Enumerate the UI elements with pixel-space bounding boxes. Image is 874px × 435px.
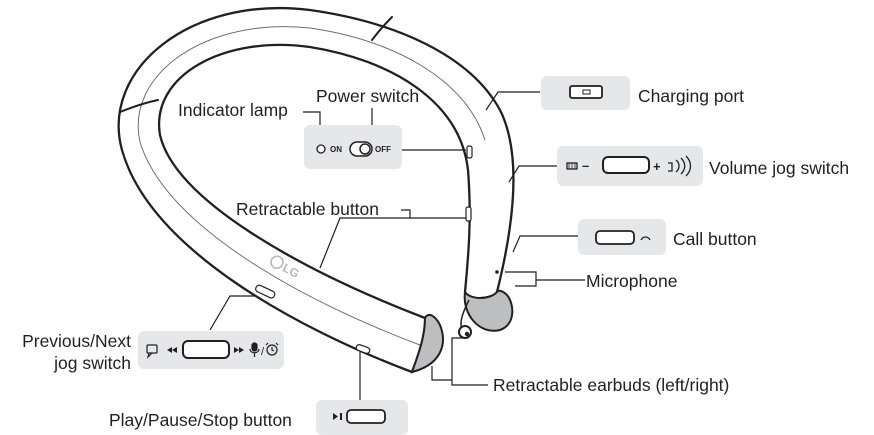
play-button-icon [346, 409, 386, 424]
prev-next-switch-nub[interactable] [255, 284, 276, 299]
leader-earbuds-a [431, 366, 452, 381]
call-button-icon [595, 230, 635, 245]
play-pause-panel [316, 400, 408, 435]
speaker-high-icon [668, 155, 692, 177]
prev-next-label: Previous/Next jog switch [0, 330, 131, 374]
indicator-lamp-label: Indicator lamp [178, 100, 288, 120]
fast-forward-icon [234, 347, 244, 353]
indicator-lamp-icon [316, 144, 326, 154]
microphone-label: Microphone [586, 271, 678, 291]
neckband [117, 7, 515, 374]
prev-next-panel: / [138, 331, 284, 369]
lg-logo-text: LG [280, 261, 301, 281]
message-icon [146, 344, 158, 359]
power-switch-label: Power switch [316, 86, 420, 106]
volume-jog-switch-label: Volume jog switch [709, 158, 850, 178]
play-pause-icon [333, 413, 342, 420]
right-earbud-housing [463, 289, 514, 332]
power-on-label: ON [330, 145, 342, 154]
volume-jog-icon [602, 156, 650, 174]
call-button-panel [578, 219, 666, 255]
left-earbud-housing [410, 313, 444, 374]
leader-prev-next [209, 295, 255, 331]
earbud-nozzle [464, 331, 470, 337]
alarm-icon [265, 342, 279, 356]
leader-retractable-button-2 [319, 217, 410, 269]
prev-next-label-line1: Previous/Next [22, 331, 131, 351]
power-off-label: OFF [375, 145, 391, 154]
leader-microphone-b [515, 280, 537, 287]
microphone-hole [495, 270, 499, 274]
power-switch-panel: ON OFF [304, 125, 402, 169]
leader-volume-switch [508, 165, 557, 183]
speaker-low-icon [566, 162, 578, 170]
earbud-tip [458, 325, 472, 339]
svg-text:/: / [261, 346, 265, 358]
leader-retractable-button [401, 209, 466, 219]
charging-port-label: Charging port [638, 86, 745, 106]
usb-port-icon [569, 85, 603, 99]
lg-logo: LG [270, 255, 302, 281]
prev-next-jog-icon [182, 340, 230, 359]
leader-earbuds-b [451, 337, 488, 386]
neckband-joint-left [119, 99, 159, 113]
retractable-button-label: Retractable button [236, 199, 380, 219]
retractable-earbuds-label: Retractable earbuds (left/right) [493, 375, 730, 395]
power-switch-nub[interactable] [466, 145, 473, 159]
leader-microphone-a [505, 271, 585, 281]
volume-minus: – [582, 158, 589, 173]
neckband-outer-edge [117, 7, 515, 374]
neckband-seam [137, 26, 486, 346]
leader-lines [209, 91, 585, 411]
rewind-icon [167, 347, 177, 353]
volume-plus: + [653, 159, 661, 174]
play-button-nub[interactable] [355, 344, 371, 354]
call-button-label: Call button [673, 229, 757, 249]
play-pause-stop-label: Play/Pause/Stop button [109, 410, 292, 430]
microphone-icon [249, 342, 260, 357]
phone-icon [640, 236, 651, 241]
charging-port-panel [541, 76, 630, 110]
neckband-inner-edge [157, 43, 471, 320]
neckband-joint-right [371, 16, 393, 41]
leader-call-button [512, 235, 578, 253]
retractable-button-nub[interactable] [465, 206, 472, 222]
prev-next-label-line2: jog switch [54, 353, 131, 373]
volume-jog-panel: – + [557, 146, 703, 186]
leader-charging-port [485, 91, 540, 111]
